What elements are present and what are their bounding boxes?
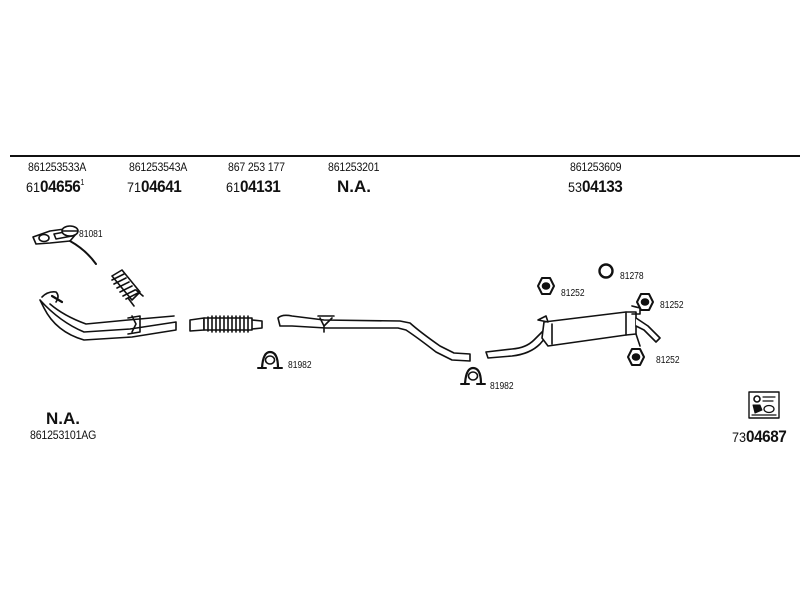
rubber-mount-icon: [537, 277, 555, 295]
part-main: 04656: [40, 177, 81, 196]
mounting-kit-icon: [748, 391, 780, 419]
front-pipe-icon: [39, 291, 177, 341]
front-pipe-oe-number: 861253101AG: [30, 428, 97, 442]
part-number-col2: 7104641: [127, 177, 182, 197]
header-rule: [10, 155, 800, 157]
oe-number-col2: 861253543A: [129, 160, 188, 174]
clamp-icon: [460, 366, 486, 386]
oe-number-col1: 861253533A: [28, 160, 87, 174]
part-prefix: 53: [568, 179, 583, 195]
clamp-left-label: 81982: [288, 360, 312, 371]
part-number-col3: 6104131: [226, 177, 281, 197]
part-prefix: 61: [226, 179, 241, 195]
mount-top-label: 81252: [561, 288, 585, 299]
kit-main: 04687: [746, 427, 787, 446]
part-number-col5: 5304133: [568, 177, 623, 197]
flex-pipe-icon: [111, 269, 144, 307]
front-pipe-na: N.A.: [46, 409, 80, 428]
gasket-clamp-icon: [61, 225, 79, 237]
oe-number-col5: 861253609: [570, 160, 622, 174]
part-prefix: 71: [127, 179, 142, 195]
mount-right-label: 81252: [660, 300, 684, 311]
part-number-col4: N.A.: [337, 177, 371, 196]
part-number-col1: 61046561: [26, 177, 84, 197]
spring-pipe-icon: [189, 315, 263, 333]
part-main: 04641: [141, 177, 182, 196]
clamp-mid-label: 81982: [490, 381, 514, 392]
part-main: 04133: [582, 177, 623, 196]
kit-number: 7304687: [732, 427, 787, 447]
ring-label: 81278: [620, 271, 644, 282]
kit-prefix: 73: [732, 429, 747, 445]
rubber-mount-icon: [627, 348, 645, 366]
mount-bottom-label: 81252: [656, 355, 680, 366]
gasket-label: 81081: [79, 229, 103, 240]
rubber-mount-icon: [636, 293, 654, 311]
part-main: 04131: [240, 177, 281, 196]
middle-pipe-icon: [277, 314, 471, 362]
clamp-icon: [257, 350, 283, 370]
rear-silencer-icon: [485, 305, 661, 359]
part-note: 1: [80, 178, 84, 187]
part-prefix: 61: [26, 179, 41, 195]
oe-number-col4: 861253201: [328, 160, 380, 174]
ring-icon: [598, 263, 614, 279]
oe-number-col3: 867 253 177: [228, 160, 285, 174]
